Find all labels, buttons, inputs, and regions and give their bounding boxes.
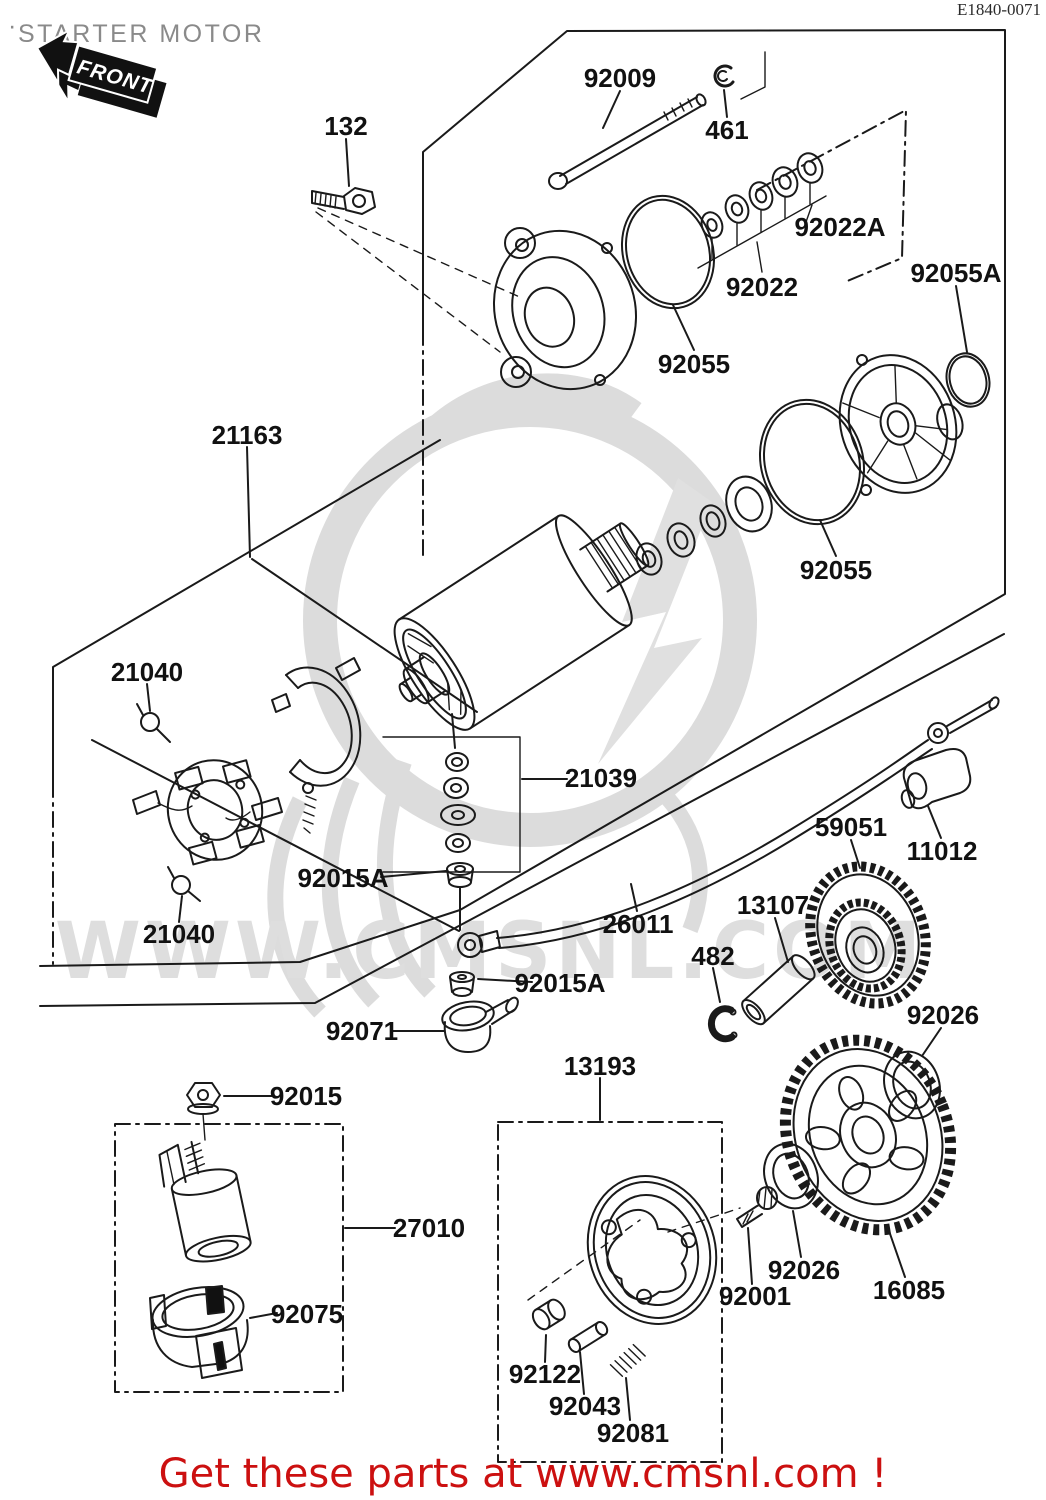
part-label-92071-20: 92071 (326, 1016, 398, 1046)
washer-stack-21039-drawing (380, 713, 568, 931)
part-label-26011-15: 26011 (603, 909, 674, 939)
part-label-92055-5: 92055 (658, 349, 730, 379)
washer-set-92022-drawing (697, 152, 827, 273)
construction-lines (39, 29, 1006, 1007)
part-label-461-2: 461 (705, 115, 748, 145)
shaft-washers-drawing (635, 475, 773, 576)
promo-banner: Get these parts at www.cmsnl.com ! (159, 1451, 888, 1497)
grommet-92015a-lower-drawing (449, 971, 533, 997)
part-label-92009-1: 92009 (584, 63, 656, 93)
circlip-482-drawing (707, 967, 738, 1043)
boot-92075-drawing (149, 1285, 278, 1379)
part-label-21163-7: 21163 (212, 420, 283, 450)
part-label-92015-22: 92015 (270, 1081, 342, 1111)
part-label-92015A-18: 92015A (514, 968, 605, 998)
part-label-92043-29: 92043 (549, 1391, 621, 1421)
part-label-132-0: 132 (324, 111, 367, 141)
spring-21040-bottom-drawing (167, 866, 201, 923)
boot-92071-drawing (391, 996, 519, 1053)
part-label-92022A-3: 92022A (794, 212, 885, 242)
part-label-21039-10: 21039 (565, 763, 637, 793)
idle-gear-59051-drawing (805, 839, 931, 1009)
roller-92122-drawing (531, 1298, 566, 1331)
rear-cover-drawing (838, 354, 964, 496)
part-label-92081-30: 92081 (597, 1418, 669, 1448)
part-label-92026-24: 92026 (768, 1255, 840, 1285)
oring-92055-front-drawing (620, 194, 716, 351)
brush-holder-drawing (271, 657, 362, 834)
armature-drawing (393, 514, 650, 731)
part-label-92122-28: 92122 (509, 1359, 581, 1389)
screw-92001-drawing (736, 1186, 778, 1285)
solenoid-drawing (158, 1140, 252, 1263)
solenoid-box-27010-drawing (114, 1082, 396, 1393)
title-dot: · (8, 12, 19, 40)
part-label-59051-12: 59051 (815, 812, 887, 842)
terminal-cap-11012-drawing (900, 748, 972, 839)
brush-plate-drawing (132, 759, 283, 866)
bolt-132-drawing (311, 138, 523, 353)
gear-16085-drawing (779, 1034, 957, 1278)
front-cover-drawing (492, 227, 638, 391)
part-label-16085-25: 16085 (873, 1275, 945, 1305)
plunger-92043-drawing (567, 1321, 609, 1353)
part-label-21040-16: 21040 (143, 919, 215, 949)
part-label-27010-23: 27010 (393, 1213, 465, 1243)
page-header: · STARTER MOTOR E1840-0071 (8, 0, 1041, 48)
part-label-92055A-6: 92055A (910, 258, 1001, 288)
part-label-92022-4: 92022 (726, 272, 798, 302)
diagram-code: E1840-0071 (957, 0, 1041, 19)
oring-92055a-drawing (945, 285, 991, 408)
front-direction-badge: FRONT (35, 27, 167, 118)
part-label-13107-14: 13107 (737, 890, 809, 920)
cable-26011-drawing (457, 696, 1000, 958)
part-label-13193-21: 13193 (564, 1051, 636, 1081)
washer-92026-bottom-drawing (763, 1142, 819, 1258)
washer-461-drawing (713, 51, 766, 118)
oring-92055-rear-drawing (758, 398, 866, 557)
part-label-92075-27: 92075 (271, 1299, 343, 1329)
bolt-92009-drawing (548, 90, 707, 190)
part-label-92015A-11: 92015A (297, 863, 388, 893)
part-label-92055-8: 92055 (800, 555, 872, 585)
part-label-482-17: 482 (691, 941, 734, 971)
part-label-92001-26: 92001 (719, 1281, 791, 1311)
pin-13107-drawing (741, 917, 816, 1026)
part-label-21040-9: 21040 (111, 657, 183, 687)
part-label-92026-19: 92026 (907, 1000, 979, 1030)
spring-92081-drawing (609, 1343, 646, 1377)
clutch-box-13193-drawing (497, 1077, 741, 1463)
part-label-11012-13: 11012 (907, 836, 978, 866)
part-labels-layer: 132 92009 461 92022A 92022 92055 92055A 21163 92… (111, 63, 1002, 1448)
spring-21040-top-drawing (136, 683, 171, 743)
